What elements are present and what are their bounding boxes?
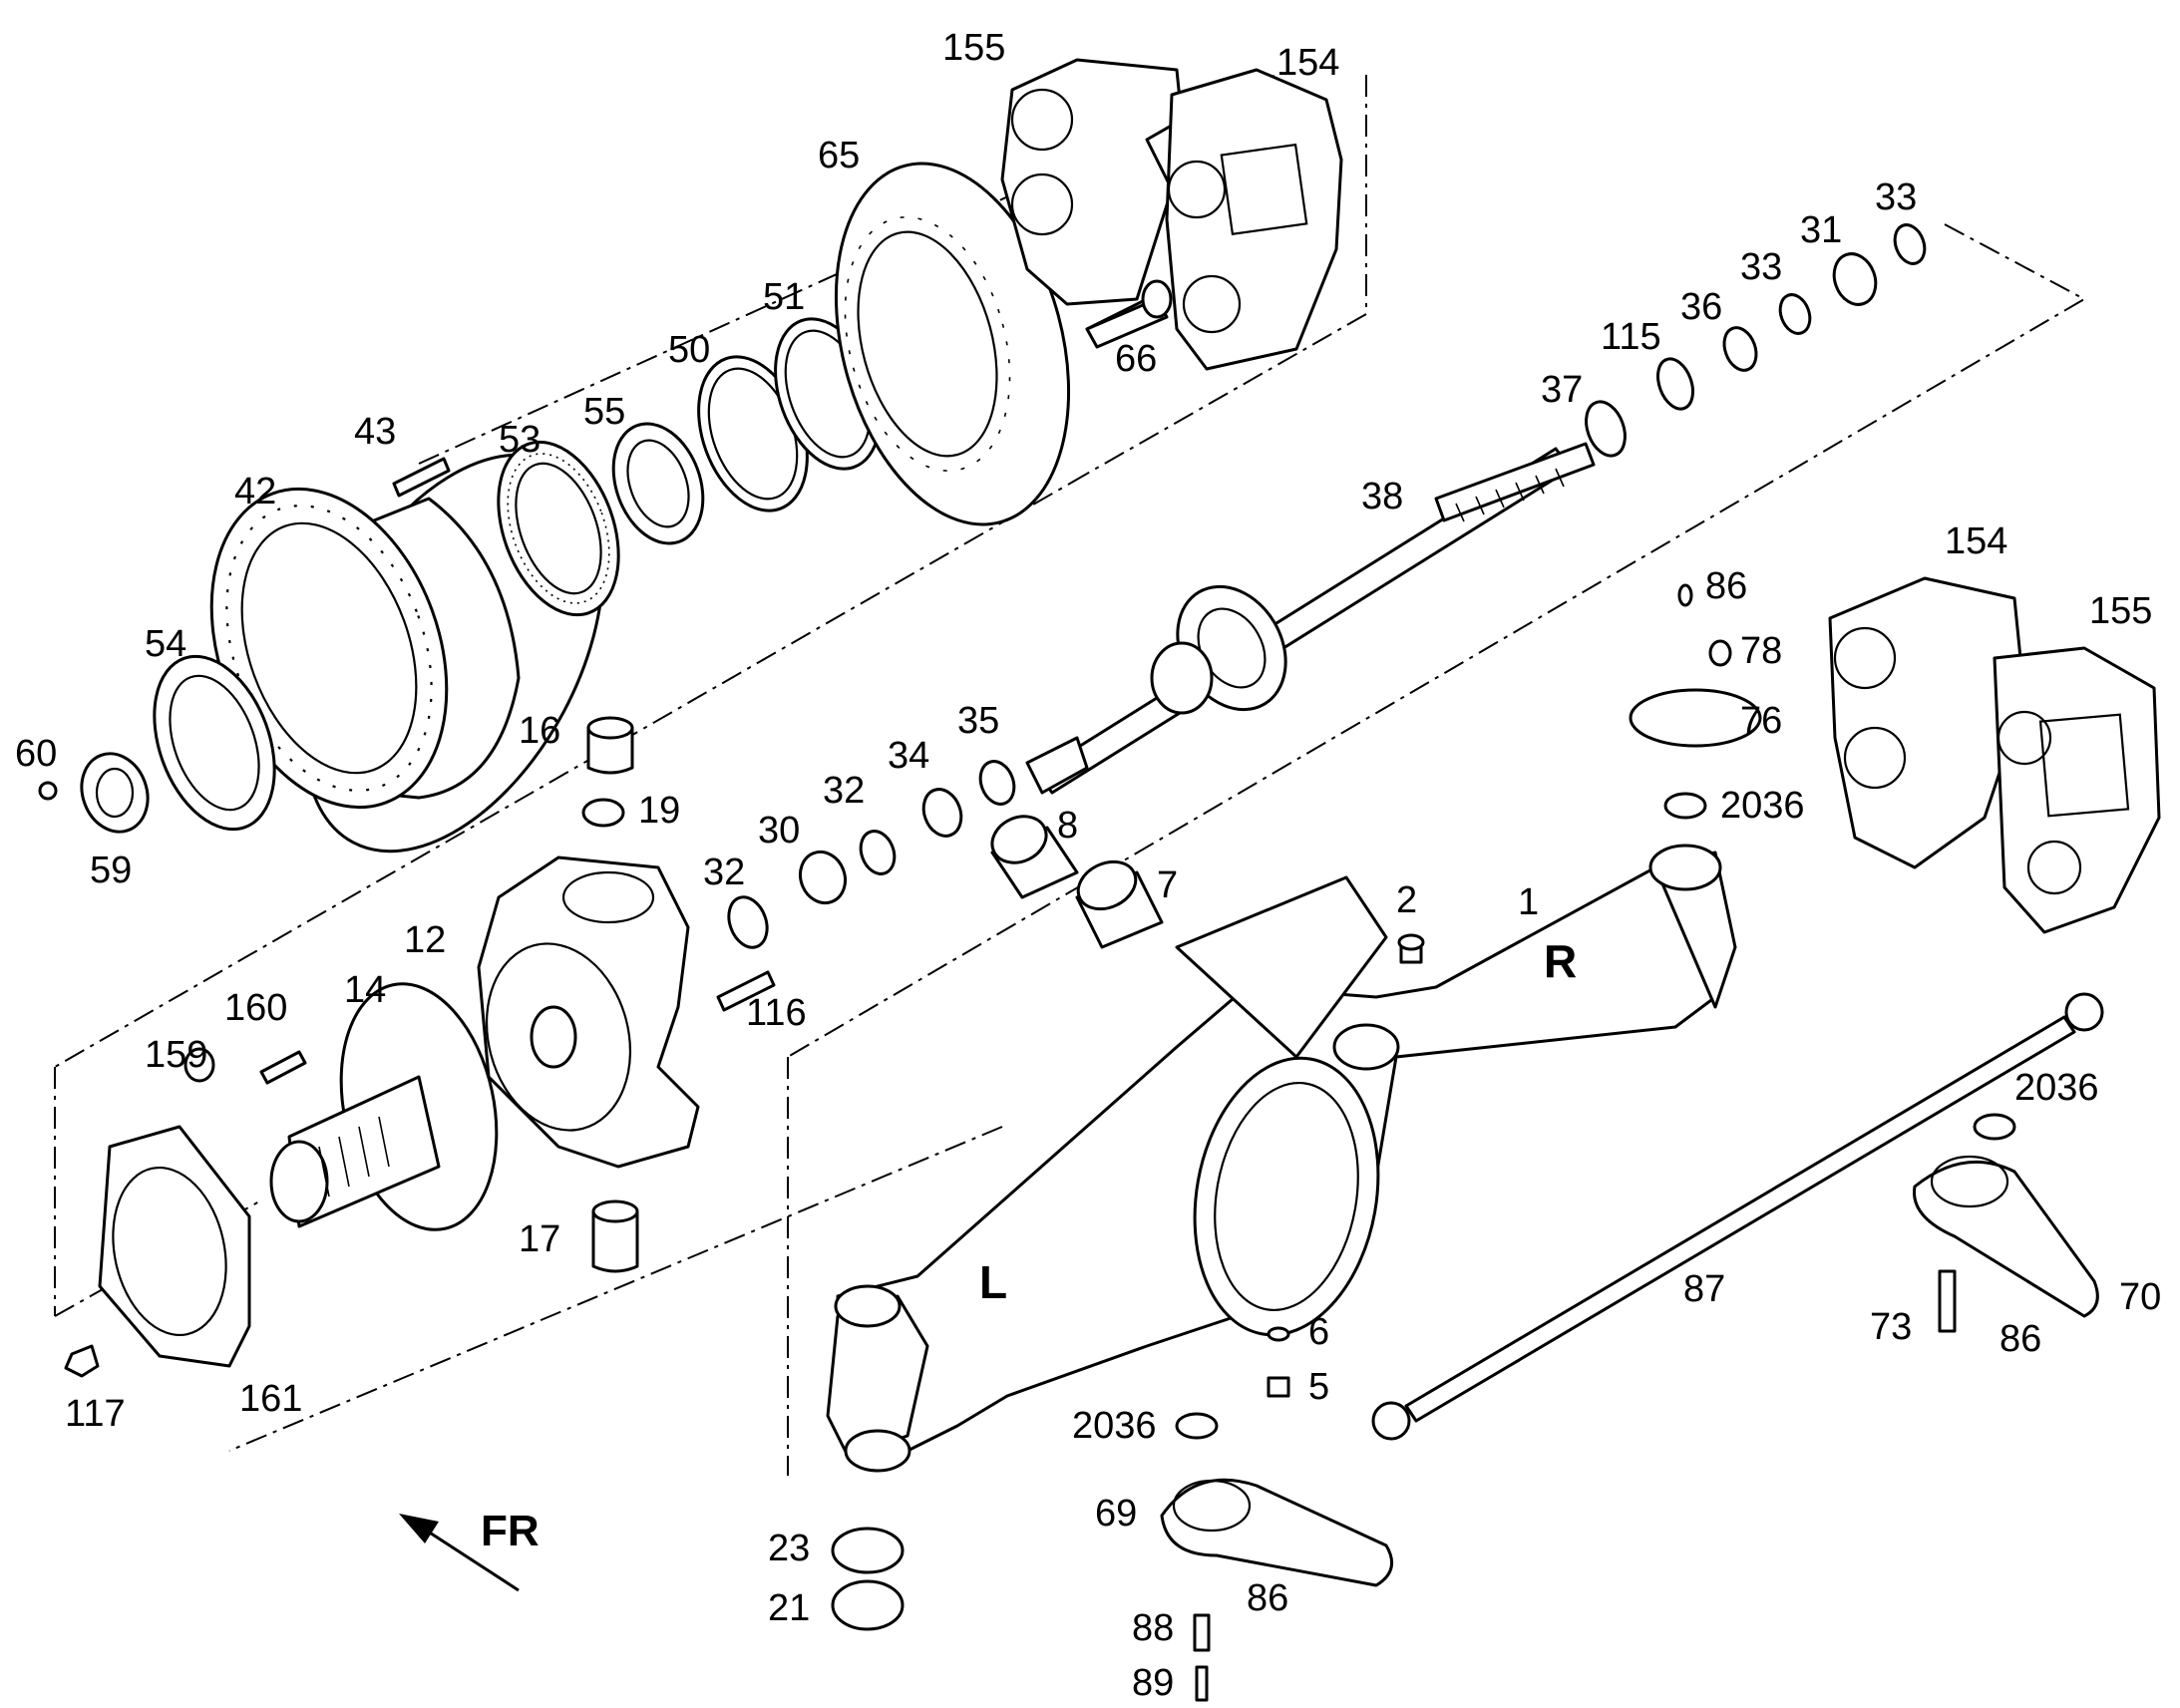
front-direction-indicator: FR [399,1507,540,1592]
callout-54: 54 [145,623,186,665]
callout-88: 88 [1132,1607,1174,1649]
brake-disc [834,162,1071,526]
callout-35: 35 [957,700,999,742]
steering-arm-70 [1913,1155,2099,1318]
callout-60: 60 [15,733,57,775]
callout-159: 159 [145,1034,207,1076]
axle-shaft [1025,442,1596,795]
callout-2: 2 [1396,879,1417,921]
callout-53: 53 [499,419,541,461]
hub-flange [269,982,499,1231]
callout-5: 5 [1308,1366,1329,1408]
callout-51: 51 [763,276,805,318]
part-callouts: 1 2 5 6 7 8 12 14 16 17 19 21 23 30 31 3… [15,27,2161,1704]
brake-caliper-upper [1000,58,1343,371]
callout-32a: 32 [703,852,745,893]
callout-2036c: 2036 [1072,1405,1157,1447]
callout-155a: 155 [942,27,1005,69]
callout-78: 78 [1740,630,1782,672]
small-fasteners [38,457,2016,1702]
callout-116: 116 [746,992,807,1034]
callout-59: 59 [90,850,132,891]
callout-7: 7 [1157,864,1178,906]
callout-33b: 33 [1875,176,1917,218]
callout-21: 21 [768,1587,810,1629]
callout-34: 34 [888,735,929,777]
shaft-seal-rings [1585,223,1927,458]
side-marker-left: L [979,1256,1007,1308]
callout-23: 23 [768,1528,810,1569]
callout-36: 36 [1680,286,1722,328]
callout-154b: 154 [1945,520,2007,562]
bearing-55 [611,422,705,545]
steering-arm-69 [1160,1478,1394,1587]
callout-1: 1 [1518,881,1539,923]
callout-30: 30 [758,810,800,852]
callout-12: 12 [404,919,446,961]
callout-6: 6 [1308,1311,1329,1353]
bearing-53 [497,440,620,617]
callout-89: 89 [1132,1662,1174,1704]
callout-154a: 154 [1276,42,1339,84]
callout-16: 16 [519,710,560,752]
callout-38: 38 [1361,476,1403,517]
callout-117: 117 [65,1393,126,1435]
callout-66: 66 [1115,338,1157,380]
callout-14: 14 [344,969,386,1011]
callout-2036b: 2036 [2014,1067,2099,1109]
callout-17: 17 [519,1218,560,1260]
brake-caliper-right [1828,576,2161,934]
callout-2036a: 2036 [1720,785,1805,827]
bushings-7-8 [990,815,1164,949]
flange-161 [98,1125,251,1368]
bearing-54 [153,654,276,832]
tie-rod [1371,992,2104,1441]
callout-42: 42 [234,471,276,512]
axle-beam [826,844,1737,1473]
steering-knuckle [477,855,700,1169]
callout-50: 50 [668,329,710,371]
callout-160: 160 [224,987,287,1029]
callout-19: 19 [638,790,680,832]
callout-155b: 155 [2089,590,2152,632]
callout-70: 70 [2119,1276,2161,1318]
callout-115: 115 [1601,316,1661,358]
spindle-seal-rings [727,760,1016,949]
callout-8: 8 [1057,805,1078,847]
bolt-66 [1085,279,1173,349]
kingpins [581,716,639,1273]
callout-86b: 86 [1999,1318,2041,1360]
callout-32b: 32 [823,770,865,812]
callout-31: 31 [1800,209,1842,251]
callout-69: 69 [1095,1493,1137,1535]
callout-86c: 86 [1247,1577,1288,1619]
front-direction-label: FR [481,1507,540,1555]
callout-55: 55 [583,391,625,433]
callout-65: 65 [818,135,860,176]
side-marker-right: R [1544,935,1577,987]
callout-73: 73 [1870,1306,1912,1348]
callout-43: 43 [354,411,396,453]
callout-76: 76 [1740,700,1782,742]
lock-nut-59 [80,752,150,834]
callout-87: 87 [1683,1268,1725,1310]
callout-161: 161 [239,1378,302,1420]
callout-37: 37 [1541,369,1583,411]
callout-86a: 86 [1705,565,1747,607]
callout-33a: 33 [1740,246,1782,288]
